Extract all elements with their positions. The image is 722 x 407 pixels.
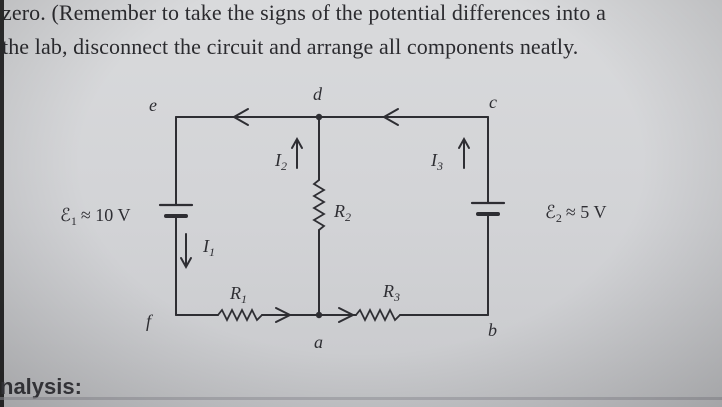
resistor-r1-zigzag <box>217 307 263 323</box>
resistor-r3-label: R3 <box>382 281 400 304</box>
current-i3-label: I3 <box>430 150 443 173</box>
node-label-a: a <box>314 332 323 352</box>
source-e1-label: ℰ1≈ 10 V <box>60 205 130 228</box>
current-i3-arrow-head <box>458 136 470 149</box>
arrow-bottom-left <box>275 307 293 323</box>
node-label-c: c <box>489 92 497 112</box>
node-label-d: d <box>313 84 323 104</box>
node-label-f: f <box>146 311 154 331</box>
analysis-heading: nalysis: <box>0 374 82 399</box>
instruction-line-1: zero. (Remember to take the signs of the… <box>2 0 606 25</box>
source-e2-label: ℰ2≈ 5 V <box>545 202 606 225</box>
resistor-r3-zigzag <box>355 307 401 323</box>
arrow-bottom-right <box>338 307 356 323</box>
frame-edge <box>0 0 4 407</box>
node-label-e: e <box>149 95 157 115</box>
bottom-rule <box>0 397 722 400</box>
junction-d-dot <box>315 113 323 121</box>
resistor-r2-zigzag <box>312 179 326 231</box>
resistor-r2-label: R2 <box>333 201 351 224</box>
current-i1-arrow-head <box>180 257 192 270</box>
arrow-top-left <box>231 108 249 126</box>
node-label-b: b <box>488 320 497 340</box>
resistor-r1-label: R1 <box>229 283 247 306</box>
arrow-top-right <box>381 108 399 126</box>
junction-a-dot <box>315 311 323 319</box>
current-i1-label: I1 <box>202 236 215 259</box>
current-i2-arrow-head <box>291 136 303 149</box>
current-i2-label: I2 <box>274 150 287 173</box>
instruction-line-2: the lab, disconnect the circuit and arra… <box>2 34 579 59</box>
